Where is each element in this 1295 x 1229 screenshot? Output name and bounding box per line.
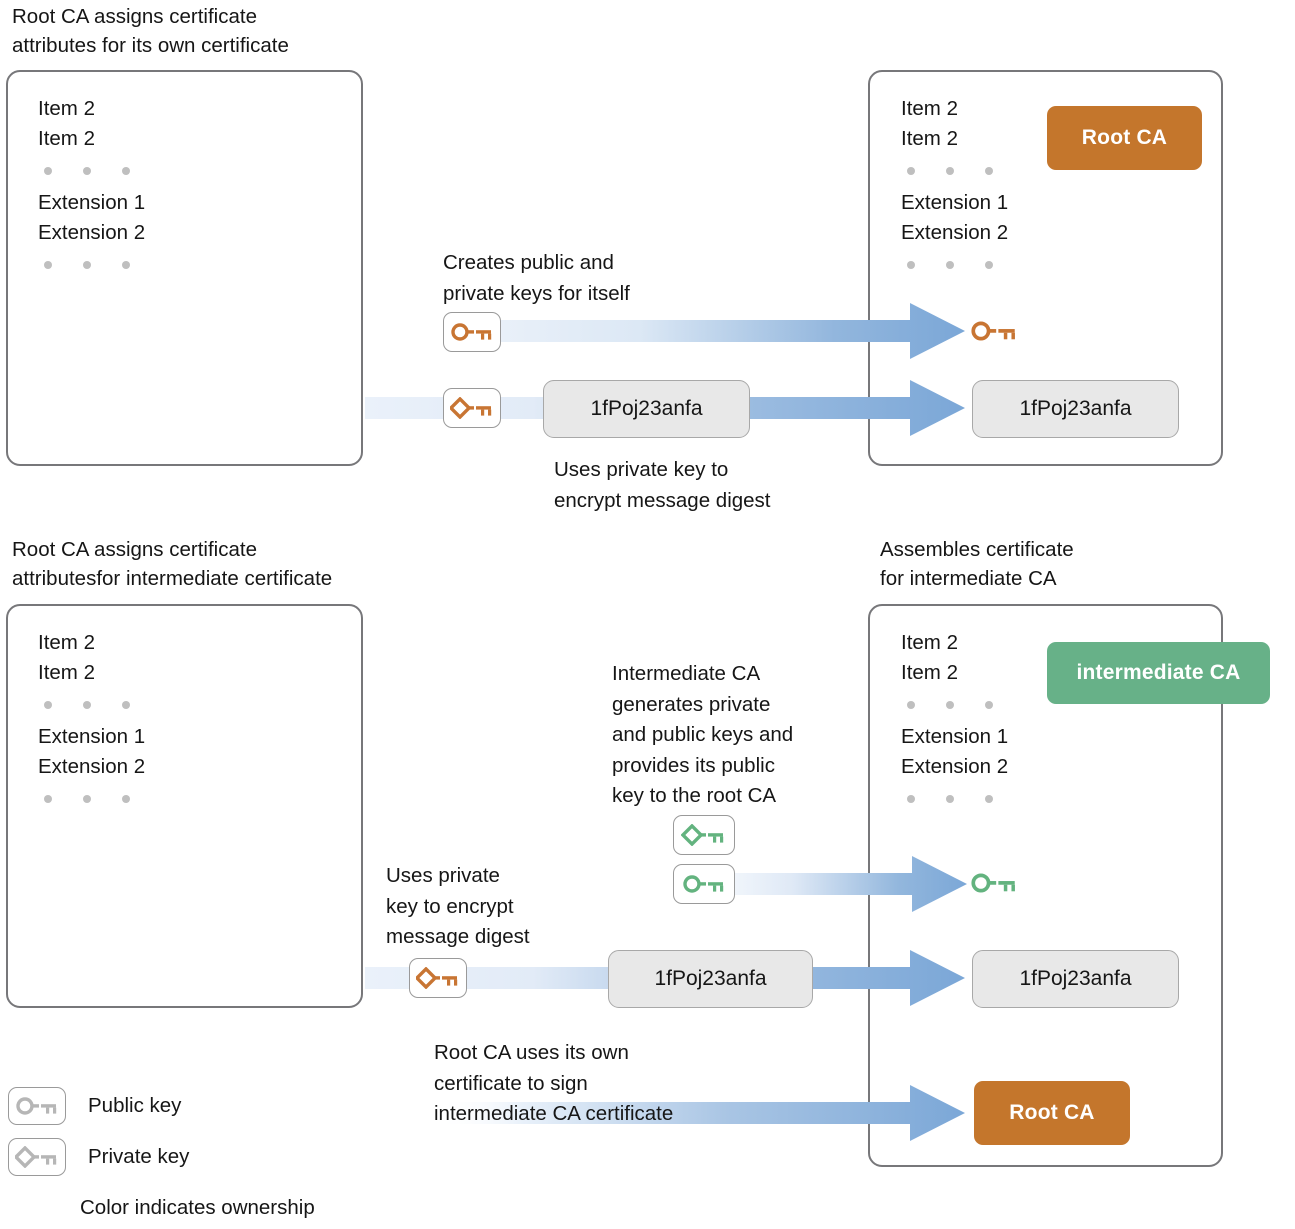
ellipsis-dots — [901, 248, 1008, 282]
legend-public-key-label: Public key — [88, 1094, 182, 1117]
section1-encrypt-caption: Uses private key to encrypt message dige… — [554, 458, 771, 512]
ellipsis-dots — [901, 154, 1008, 188]
dot — [907, 167, 915, 175]
section2-right-caption: Assembles certificate for intermediate C… — [880, 538, 1074, 590]
dot — [44, 167, 52, 175]
legend-public-key-icon-tile — [8, 1087, 66, 1125]
section1-left-cert-content: Item 2 Item 2 Extension 1 Extension 2 — [38, 94, 145, 282]
section2-sign-root-ca-badge[interactable]: Root CA — [974, 1081, 1130, 1145]
legend-private-key-row: Private key — [8, 1138, 189, 1176]
section2-sign-arrow — [437, 1085, 965, 1141]
legend-private-key-label: Private key — [88, 1145, 190, 1168]
dot — [907, 795, 915, 803]
ellipsis-dots — [901, 688, 1008, 722]
section2-left-caption: Root CA assigns certificate attributesfo… — [12, 538, 333, 590]
dot — [985, 701, 993, 709]
cert-extension: Extension 1 — [901, 191, 1009, 214]
private-key-icon — [15, 1146, 57, 1168]
cert-item: Item 2 — [38, 127, 95, 150]
dot — [122, 261, 130, 269]
dot — [83, 795, 91, 803]
section2-intermediate-keys-caption: Intermediate CA generates private and pu… — [612, 662, 794, 807]
ellipsis-dots — [38, 248, 145, 282]
section1-hash-result-chip: 1fPoj23anfa — [972, 380, 1179, 438]
section2-intermediate-private-key-icon-tile — [673, 815, 735, 855]
dot — [985, 261, 993, 269]
dot — [122, 167, 130, 175]
dot — [83, 701, 91, 709]
legend-footnote: Color indicates ownership — [80, 1196, 315, 1219]
section1-right-certificate-box — [868, 70, 1223, 466]
cert-extension: Extension 2 — [38, 755, 146, 778]
section1-right-cert-content: Item 2 Item 2 Extension 1 Extension 2 — [901, 94, 1008, 282]
cert-item: Item 2 — [38, 97, 95, 120]
cert-extension: Extension 1 — [901, 725, 1009, 748]
section1-creates-keys-caption: Creates public and private keys for itse… — [443, 251, 630, 305]
cert-extension: Extension 2 — [901, 221, 1009, 244]
dot — [44, 701, 52, 709]
dot — [122, 795, 130, 803]
ellipsis-dots — [901, 782, 1008, 816]
dot — [985, 795, 993, 803]
section2-hash-result-chip: 1fPoj23anfa — [972, 950, 1179, 1008]
ellipsis-dots — [38, 688, 145, 722]
dot — [122, 701, 130, 709]
cert-item: Item 2 — [38, 631, 95, 654]
dot — [985, 167, 993, 175]
public-key-icon — [971, 321, 1015, 341]
section2-public-key-arrow — [735, 856, 967, 912]
dot — [946, 261, 954, 269]
section2-intermediate-public-key-icon-tile — [673, 864, 735, 904]
section2-right-cert-content: Item 2 Item 2 Extension 1 Extension 2 — [901, 628, 1008, 816]
legend-private-key-icon-tile — [8, 1138, 66, 1176]
dot — [83, 261, 91, 269]
public-key-icon — [16, 1097, 57, 1115]
section2-encrypt-caption: Uses private key to encrypt message dige… — [386, 864, 530, 948]
cert-extension: Extension 2 — [901, 755, 1009, 778]
private-key-icon — [416, 967, 458, 989]
cert-item: Item 2 — [901, 97, 958, 120]
dot — [946, 167, 954, 175]
public-key-icon — [971, 873, 1015, 893]
section1-left-caption: Root CA assigns certificate attributes f… — [12, 5, 289, 57]
legend-public-key-row: Public key — [8, 1087, 181, 1125]
private-key-icon — [681, 824, 724, 846]
section1-root-ca-badge[interactable]: Root CA — [1047, 106, 1202, 170]
section2-delivered-public-key-icon — [970, 870, 1018, 896]
section1-private-key-icon-tile — [443, 388, 501, 428]
dot — [83, 167, 91, 175]
cert-extension: Extension 1 — [38, 191, 146, 214]
dot — [946, 795, 954, 803]
dot — [946, 701, 954, 709]
dot — [44, 795, 52, 803]
section2-hash-source-chip: 1fPoj23anfa — [608, 950, 813, 1008]
section1-public-key-icon-tile — [443, 312, 501, 352]
public-key-icon — [451, 323, 492, 341]
public-key-icon — [683, 875, 724, 893]
section2-left-certificate-box — [6, 604, 363, 1008]
ellipsis-dots — [38, 782, 145, 816]
section1-hash-source-chip: 1fPoj23anfa — [543, 380, 750, 438]
section2-intermediate-ca-badge[interactable]: intermediate CA — [1047, 642, 1270, 704]
cert-extension: Extension 2 — [38, 221, 146, 244]
cert-extension: Extension 1 — [38, 725, 146, 748]
section2-sign-caption: Root CA uses its own certificate to sign… — [434, 1041, 674, 1125]
private-key-icon — [450, 397, 492, 419]
ellipsis-dots — [38, 154, 145, 188]
cert-item: Item 2 — [901, 631, 958, 654]
cert-item: Item 2 — [901, 661, 958, 684]
cert-item: Item 2 — [38, 661, 95, 684]
section1-public-key-arrow — [500, 303, 965, 359]
section1-delivered-public-key-icon — [970, 318, 1018, 344]
section2-root-private-key-icon-tile — [409, 958, 467, 998]
dot — [44, 261, 52, 269]
section2-left-cert-content: Item 2 Item 2 Extension 1 Extension 2 — [38, 628, 145, 816]
dot — [907, 701, 915, 709]
dot — [907, 261, 915, 269]
cert-item: Item 2 — [901, 127, 958, 150]
section1-left-certificate-box — [6, 70, 363, 466]
